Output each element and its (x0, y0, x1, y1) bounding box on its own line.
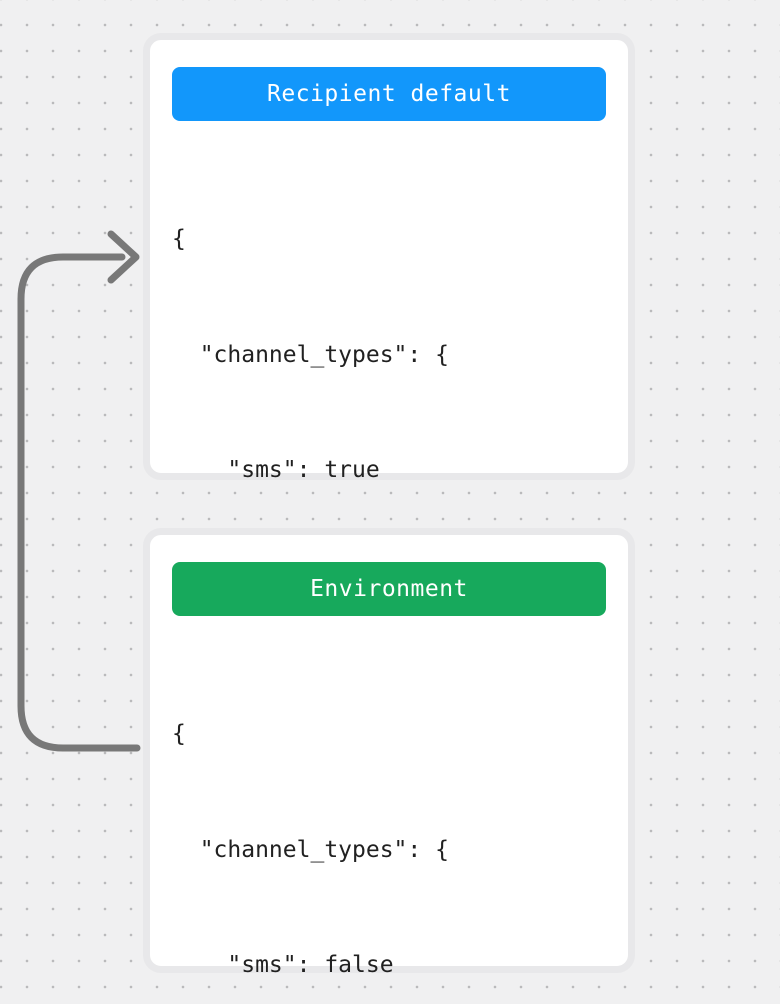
code-line: "sms": false (172, 952, 394, 978)
merge-arrow-line (17, 253, 141, 752)
environment-code-block: { "channel_types": { "sms": false }, "ca… (172, 638, 628, 1004)
environment-card: Environment { "channel_types": { "sms": … (143, 528, 635, 978)
code-line: "sms": true (172, 457, 380, 483)
code-line: { (172, 226, 186, 252)
environment-header: Environment (172, 562, 606, 616)
recipient-default-card: Recipient default { "channel_types": { "… (143, 33, 635, 945)
code-line: "channel_types": { (172, 341, 449, 368)
recipient-default-header: Recipient default (172, 67, 606, 121)
code-line: "channel_types": { (172, 836, 449, 863)
code-line: { (172, 721, 186, 747)
merge-arrow-head (107, 230, 140, 284)
